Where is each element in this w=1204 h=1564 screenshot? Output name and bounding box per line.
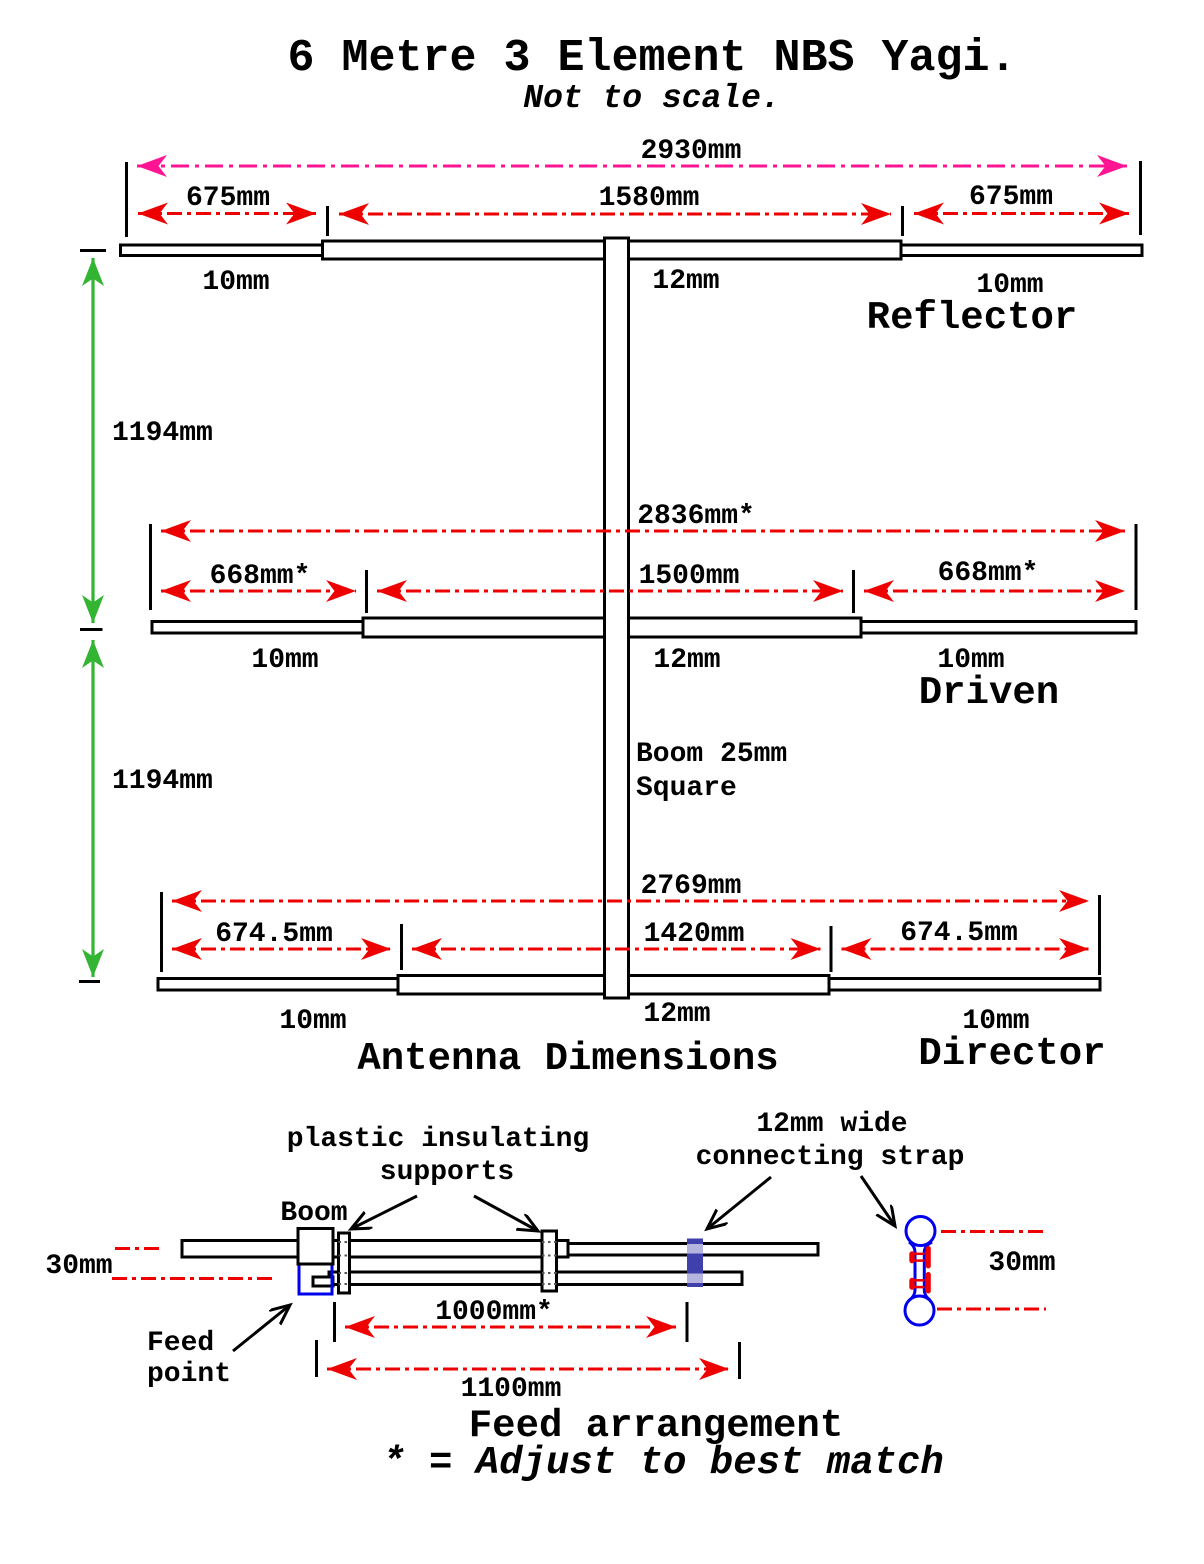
driven-tip-left bbox=[150, 620, 365, 635]
reflector-tip-right bbox=[899, 243, 1144, 257]
driven-label: Driven bbox=[919, 671, 1059, 715]
section-clamp-2 bbox=[909, 1272, 931, 1294]
offset-30mm-label: 30mm bbox=[45, 1251, 112, 1282]
boom-size-label-line1: Boom 25mm bbox=[636, 739, 787, 770]
spacing-driven-director-label: 1194mm bbox=[112, 766, 213, 797]
dim-reflector-centre-label: 1580mm bbox=[599, 183, 700, 214]
supports-label-line2: supports bbox=[380, 1157, 514, 1188]
director-tip-left bbox=[156, 977, 400, 992]
feed-stub bbox=[311, 1275, 335, 1288]
feed-caption: Feed arrangement bbox=[469, 1404, 843, 1448]
dim-driven-tip-right-label: 668mm* bbox=[938, 558, 1039, 589]
strap-cross-section: 30mm bbox=[903, 1215, 1056, 1327]
director-dia-right-label: 10mm bbox=[962, 1006, 1029, 1037]
spacing-reflector-driven-label: 1194mm bbox=[112, 418, 213, 449]
page-subtitle: Not to scale. bbox=[523, 80, 780, 117]
feed-element-left-rod bbox=[180, 1239, 301, 1259]
arrow-supports-right bbox=[473, 1194, 538, 1231]
insulating-support-1 bbox=[337, 1231, 351, 1295]
dim-reflector-overall-label: 2930mm bbox=[641, 136, 742, 167]
reflector-tip-left bbox=[119, 243, 324, 257]
reflector-element bbox=[119, 239, 1144, 261]
dim-director-tip-left-label: 674.5mm bbox=[215, 919, 333, 950]
strap-label-line1: 12mm wide bbox=[756, 1109, 907, 1140]
dim-feed-1000-label: 1000mm* bbox=[435, 1297, 553, 1328]
dim-reflector-tip-right-label: 675mm bbox=[969, 182, 1053, 213]
driven-dia-left-label: 10mm bbox=[251, 645, 318, 676]
director-dia-centre-label: 12mm bbox=[643, 999, 710, 1030]
driven-dia-right-label: 10mm bbox=[937, 645, 1004, 676]
adjust-note: * = Adjust to best match bbox=[382, 1441, 944, 1485]
feed-gamma-rod bbox=[327, 1270, 744, 1286]
dim-feed-1100-label: 1100mm bbox=[461, 1374, 562, 1405]
reflector-dia-right-label: 10mm bbox=[976, 270, 1043, 301]
dim-driven-tip-left-label: 668mm* bbox=[210, 561, 311, 592]
dim-driven-centre-label: 1500mm bbox=[639, 561, 740, 592]
feed-element-right-thick bbox=[331, 1239, 570, 1259]
reflector-label: Reflector bbox=[867, 296, 1078, 340]
driven-dia-centre-label: 12mm bbox=[653, 645, 720, 676]
section-neck-left bbox=[908, 1240, 917, 1302]
boom bbox=[603, 236, 630, 1000]
dim-director-tip-right-label: 674.5mm bbox=[900, 918, 1018, 949]
section-tube-bottom bbox=[903, 1294, 936, 1327]
driven-tip-right bbox=[859, 620, 1138, 635]
director-label: Director bbox=[918, 1032, 1105, 1076]
supports-label-line1: plastic insulating bbox=[287, 1124, 589, 1155]
insulating-support-2 bbox=[540, 1229, 558, 1293]
dim-director-centre-label: 1420mm bbox=[644, 919, 745, 950]
director-dia-left-label: 10mm bbox=[279, 1006, 346, 1037]
section-clamp-1 bbox=[909, 1246, 931, 1269]
arrow-supports-left bbox=[351, 1194, 418, 1229]
section-30mm-label: 30mm bbox=[988, 1248, 1055, 1279]
director-tip-right bbox=[827, 977, 1102, 992]
support-hidden-lines bbox=[338, 1241, 557, 1285]
feed-point-label-line2: point bbox=[147, 1359, 231, 1390]
arrow-feed-point bbox=[232, 1305, 290, 1353]
arrow-strap bbox=[707, 1175, 772, 1229]
dim-reflector-tip-left-label: 675mm bbox=[186, 183, 270, 214]
page-title: 6 Metre 3 Element NBS Yagi. bbox=[287, 33, 1016, 84]
section-tube-top bbox=[904, 1215, 937, 1247]
connecting-strap bbox=[687, 1238, 703, 1287]
dim-driven-overall-label: 2836mm* bbox=[637, 501, 755, 532]
boom-size-label-line2: Square bbox=[636, 773, 737, 804]
arrow-strap-section bbox=[859, 1175, 895, 1226]
antenna-dimensions-caption: Antenna Dimensions bbox=[357, 1037, 778, 1081]
driven-element bbox=[150, 616, 1138, 639]
feed-boom-label: Boom bbox=[280, 1198, 347, 1229]
feed-point-label-line1: Feed bbox=[147, 1328, 214, 1359]
reflector-dia-left-label: 10mm bbox=[202, 267, 269, 298]
strap-label-line2: connecting strap bbox=[696, 1142, 965, 1173]
reflector-dia-centre-label: 12mm bbox=[652, 266, 719, 297]
feed-boom-block bbox=[296, 1227, 335, 1266]
dim-director-overall-label: 2769mm bbox=[641, 871, 742, 902]
